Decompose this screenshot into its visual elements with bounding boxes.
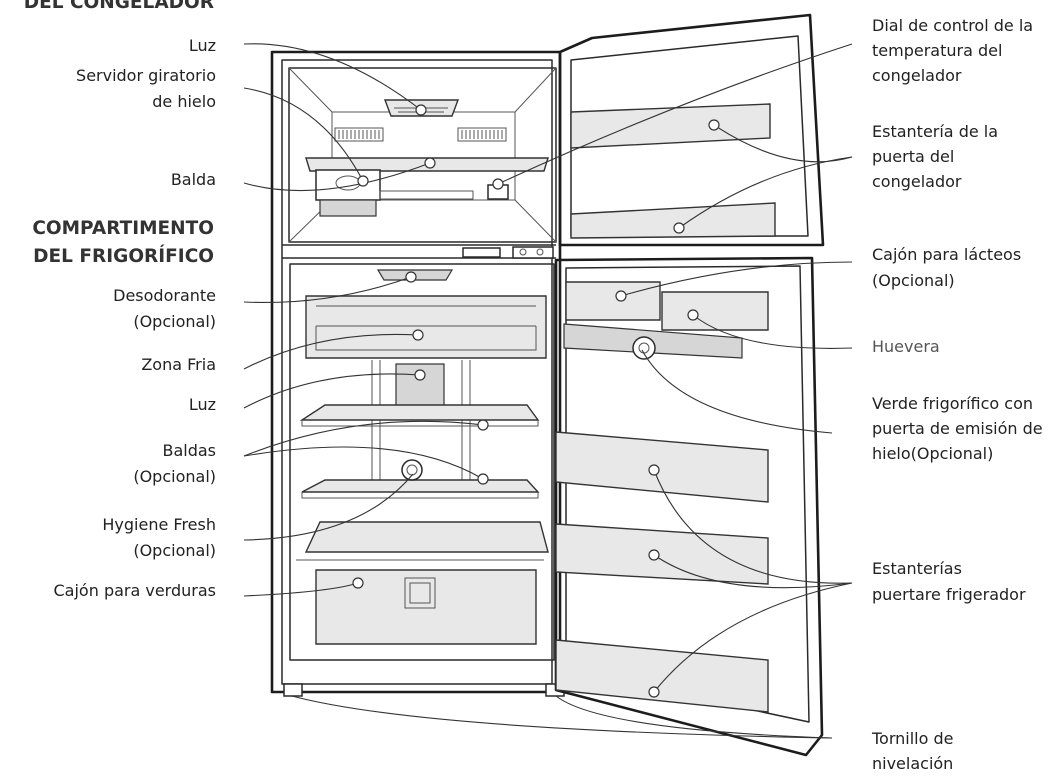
label-hygiene-2: (Opcional) xyxy=(133,541,216,560)
label-green-1: Verde frigorífico con xyxy=(872,394,1033,413)
label-ice-server-1: Servidor giratorio xyxy=(76,66,216,85)
freezer-door-shelf-lower xyxy=(570,202,776,239)
fridge-door-shelf-2 xyxy=(555,523,769,585)
label-dial-3: congelador xyxy=(872,66,962,85)
dot-door-shelf-2 xyxy=(648,549,660,561)
label-ice-server-2: de hielo xyxy=(152,92,216,111)
dot-egg-tray xyxy=(687,309,699,321)
dot-dairy xyxy=(615,290,627,302)
label-fridge-door-shelves-1: Estanterías xyxy=(872,559,962,578)
dot-freezer-shelf xyxy=(424,157,436,169)
fridge-shelf-1 xyxy=(299,404,540,421)
label-light-fridge: Luz xyxy=(189,395,216,414)
leader-lines xyxy=(243,43,853,739)
header-fridge-compartment-1: COMPARTIMENTO xyxy=(32,218,214,239)
label-fridge-door-shelves-2: puertare frigerador xyxy=(872,585,1026,604)
dot-freezer-door-shelf-1 xyxy=(708,119,720,131)
freezer-compartment xyxy=(288,67,557,243)
dot-shelf-1 xyxy=(477,419,489,431)
dot-ice-server xyxy=(357,175,369,187)
dot-freezer-door-shelf-2 xyxy=(673,222,685,234)
label-hygiene-1: Hygiene Fresh xyxy=(102,515,216,534)
label-cold-zone: Zona Fria xyxy=(141,355,216,374)
ice-dispenser xyxy=(632,336,656,360)
fridge-door-shelf-1 xyxy=(555,431,769,503)
dot-deodorizer xyxy=(405,271,417,283)
dot-dial xyxy=(492,178,504,190)
header-fridge-compartment-2: DEL FRIGORÍFICO xyxy=(33,245,214,267)
leveling-foot-left xyxy=(283,683,303,697)
crisper-cover xyxy=(304,521,549,553)
dot-vegetable-drawer xyxy=(352,577,364,589)
control-panel-right xyxy=(512,246,554,259)
label-shelf: Balda xyxy=(171,170,216,189)
dot-shelf-2 xyxy=(477,473,489,485)
fridge-shelf-2 xyxy=(301,479,540,493)
refrigerator-illustration xyxy=(270,13,825,757)
label-vegetable-drawer: Cajón para verduras xyxy=(54,581,217,600)
labels-right: Dial de control de la temperatura del co… xyxy=(871,16,1043,773)
label-freezer-door-shelf-2: puerta del xyxy=(872,147,954,166)
label-freezer-door-shelf-3: congelador xyxy=(872,172,962,191)
ice-server xyxy=(315,169,381,201)
cold-zone-drawer xyxy=(305,295,547,359)
label-shelves-2: (Opcional) xyxy=(133,467,216,486)
label-deodorizer-1: Desodorante xyxy=(113,286,216,305)
label-shelves-1: Baldas xyxy=(162,441,216,460)
label-green-3: hielo(Opcional) xyxy=(872,444,993,463)
fridge-compartment xyxy=(289,263,555,661)
freezer-door-shelf-upper xyxy=(570,103,771,149)
hygiene-fresh xyxy=(401,459,423,481)
fridge-door-shelf-3 xyxy=(555,639,769,713)
label-green-2: puerta de emisión de xyxy=(872,419,1043,438)
label-leveling-2: nivelación xyxy=(872,754,953,773)
label-leveling-1: Tornillo de xyxy=(871,729,954,748)
fridge-door xyxy=(554,256,824,757)
labels-left: Luz Servidor giratorio de hielo Balda De… xyxy=(54,36,217,600)
control-panel-left xyxy=(462,247,501,258)
label-dairy-2: (Opcional) xyxy=(872,271,955,290)
label-dial-2: temperatura del xyxy=(872,41,1002,60)
label-dairy-1: Cajón para lácteos xyxy=(872,245,1021,264)
egg-tray xyxy=(661,291,769,331)
dot-light-fridge xyxy=(414,369,426,381)
dot-door-shelf-3 xyxy=(648,686,660,698)
label-deodorizer-2: (Opcional) xyxy=(133,312,216,331)
dairy-drawer xyxy=(565,281,661,321)
label-egg-tray: Huevera xyxy=(872,337,940,356)
label-freezer-door-shelf-1: Estantería de la xyxy=(872,122,998,141)
dot-cold-zone xyxy=(412,329,424,341)
callout-dots xyxy=(352,104,720,698)
vegetable-drawer xyxy=(315,569,537,645)
dot-light-top xyxy=(415,104,427,116)
label-light-top: Luz xyxy=(189,36,216,55)
freezer-door xyxy=(558,13,825,247)
header-freezer-compartment: DEL CONGELADOR xyxy=(24,0,214,13)
dot-door-shelf-1 xyxy=(648,464,660,476)
label-dial-1: Dial de control de la xyxy=(872,16,1033,35)
